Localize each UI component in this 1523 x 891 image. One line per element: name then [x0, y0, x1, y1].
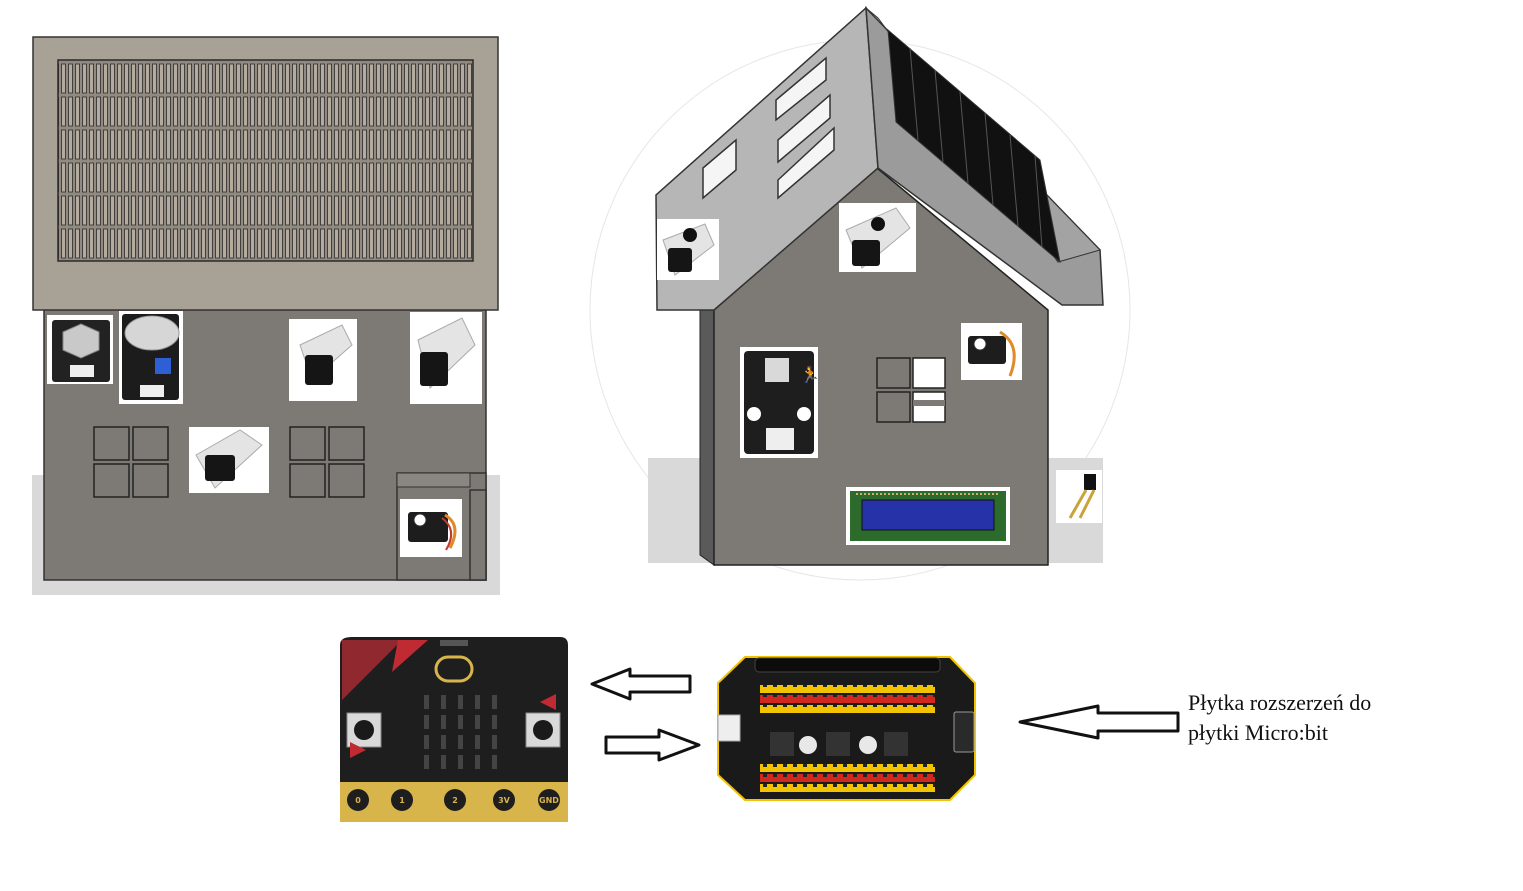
arrow-left-icon — [590, 667, 692, 701]
button-module-roof-left — [657, 219, 719, 280]
button-module-top-3 — [189, 427, 269, 493]
expansion-board-caption: Płytka rozszerzeń do płytki Micro:bit — [1188, 688, 1508, 748]
servo-motor-top — [400, 499, 462, 557]
edge-slot — [754, 657, 941, 673]
button-module-top-2 — [410, 312, 482, 404]
button-module-roof-center — [839, 203, 916, 272]
roof-vents — [702, 56, 835, 200]
pir-motion-sensor: 🏃 — [740, 347, 820, 458]
house-perspective-view: 🏃 — [589, 5, 1131, 581]
window-front — [876, 357, 946, 423]
roof-vent-grid — [57, 59, 474, 262]
lcd-display-1602 — [846, 487, 1010, 545]
caption-line-1: Płytka rozszerzeń do — [1188, 690, 1372, 715]
window-left — [93, 426, 169, 498]
button-a — [346, 712, 382, 748]
caption-line-2: płytki Micro:bit — [1188, 720, 1328, 745]
side-wall — [699, 299, 715, 566]
edge-pins — [347, 789, 560, 811]
led-matrix — [424, 695, 497, 769]
arrow-right-icon — [604, 728, 701, 762]
servo-motor-front — [961, 323, 1022, 380]
microbit-board: 0 1 2 3V GND — [340, 637, 568, 822]
window-right — [289, 426, 365, 498]
button-b — [525, 712, 561, 748]
gas-sensor-module — [119, 311, 183, 404]
pin-label-gnd: GND — [539, 796, 559, 805]
button-module-top-1 — [289, 319, 357, 401]
expansion-board — [717, 656, 976, 801]
soil-moisture-sensor — [1056, 470, 1102, 523]
pin-label-1: 1 — [399, 796, 405, 805]
sound-sensor-module — [47, 315, 113, 384]
pin-label-2: 2 — [452, 796, 458, 805]
pin-label-3v: 3V — [498, 796, 511, 805]
pin-label-0: 0 — [355, 796, 361, 805]
power-switch — [953, 711, 975, 753]
house-top-view — [32, 36, 500, 595]
svg-text:🏃: 🏃 — [800, 365, 820, 384]
arrow-left-icon — [1018, 704, 1180, 740]
solar-panel — [887, 28, 1061, 264]
